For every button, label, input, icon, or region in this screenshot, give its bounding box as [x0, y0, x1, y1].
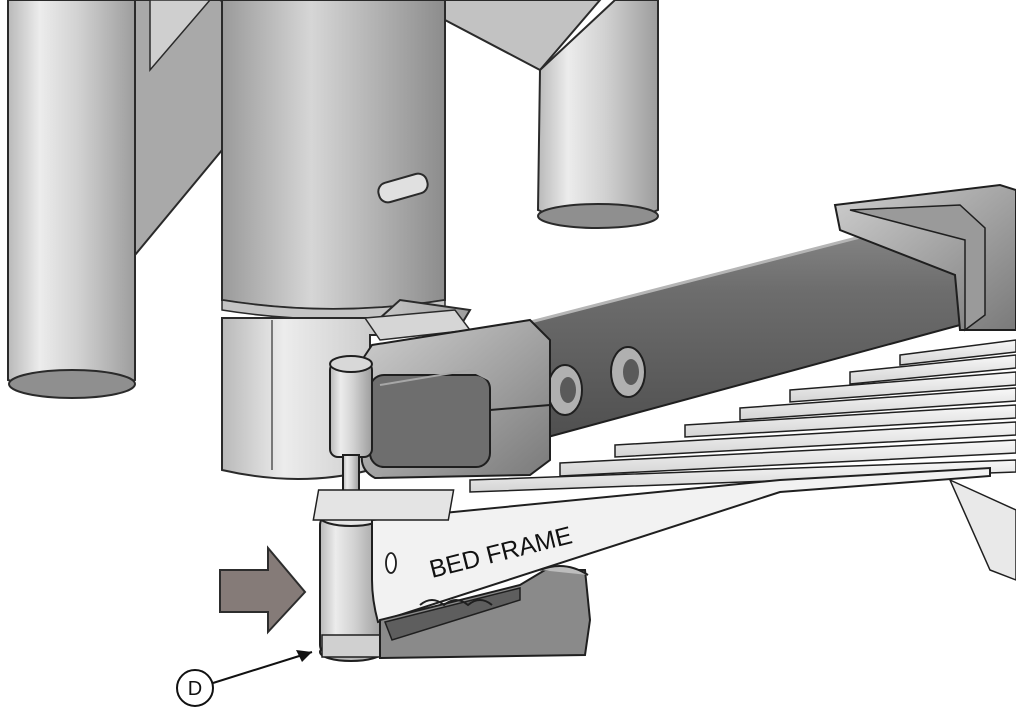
callout-label: D — [188, 678, 202, 700]
center-post — [221, 0, 446, 310]
clamp-face — [369, 374, 491, 468]
side-rail-beam — [478, 183, 1016, 452]
right-leg-foot — [537, 203, 659, 229]
center-post-slot — [377, 172, 429, 204]
left-leg — [7, 0, 136, 391]
bed-frame-bar: BED FRAME — [312, 466, 991, 624]
callout-circle — [176, 669, 214, 707]
callout-leader — [212, 651, 313, 684]
frame-bolt-hole — [385, 552, 397, 574]
bed-slats — [469, 339, 1016, 581]
pin-top-knuckle — [329, 361, 373, 458]
push-arrow-icon — [219, 545, 307, 635]
upper-frame — [7, 0, 659, 399]
left-leg-foot — [8, 369, 136, 399]
callout-d: D — [176, 650, 313, 707]
hinge-pin-assembly — [319, 355, 383, 662]
lower-bracket — [379, 565, 592, 660]
front-clamp — [360, 318, 551, 480]
